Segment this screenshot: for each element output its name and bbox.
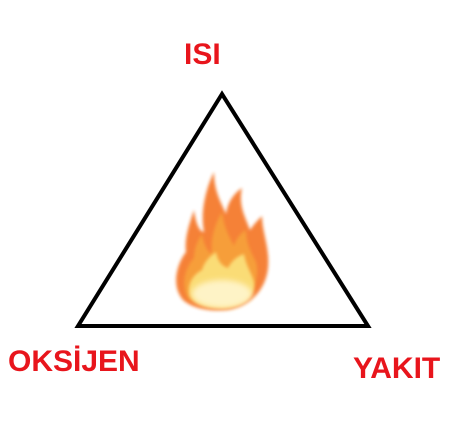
label-fuel: YAKIT (353, 352, 441, 385)
label-oxygen: OKSİJEN (8, 345, 140, 378)
fire-triangle (74, 90, 372, 328)
fire-icon (176, 172, 269, 311)
label-heat: ISI (184, 38, 221, 71)
